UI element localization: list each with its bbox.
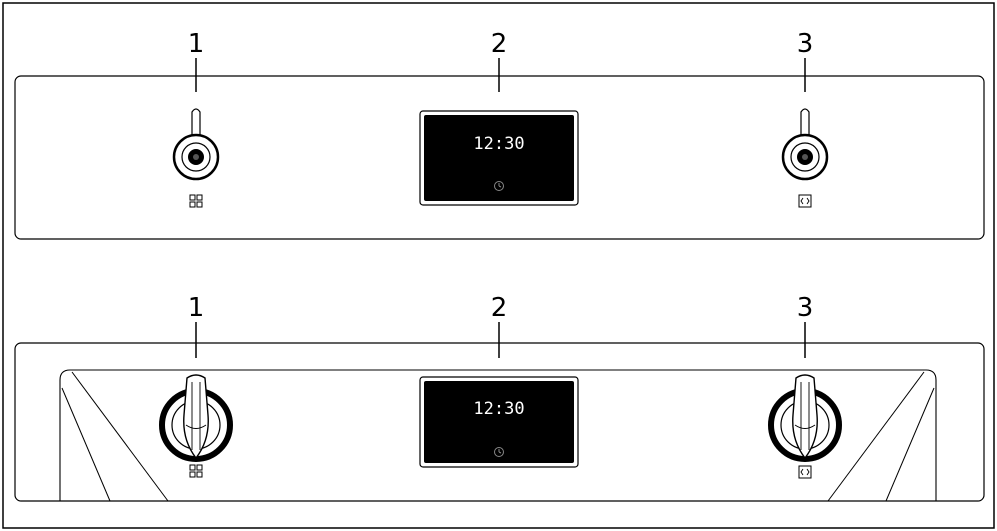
bottom-temperature-knob[interactable] [768,374,842,462]
top-callout-2: 2 [491,29,508,59]
clock-icon [494,447,504,457]
bottom-function-knob-handle [183,374,209,460]
bottom-display-time: 12:30 [473,399,524,419]
bottom-callout-2: 2 [491,293,508,323]
top-display-time: 12:30 [473,134,524,154]
function-grid-icon [189,464,203,478]
bottom-callout-1: 1 [188,293,205,323]
top-display[interactable]: 12:30 [419,110,579,206]
bottom-callout-3: 3 [797,293,814,323]
bottom-panel: 1 2 3 12:30 [14,293,985,502]
top-temperature-knob-pointer [800,108,810,138]
bottom-temperature-knob-handle [792,374,818,460]
function-grid-icon [189,194,203,208]
top-function-knob[interactable] [172,108,220,181]
bottom-panel-bezel [59,369,937,501]
top-panel: 1 2 3 12:30 [14,29,985,240]
bottom-function-knob[interactable] [159,374,233,462]
clock-icon [494,181,504,191]
temperature-box-icon [798,465,812,479]
top-callout-3: 3 [797,29,814,59]
bottom-display[interactable]: 12:30 [419,376,579,468]
top-callout-1: 1 [188,29,205,59]
top-temperature-knob[interactable] [781,108,829,181]
top-function-knob-pointer [191,108,201,138]
temperature-box-icon [798,194,812,208]
